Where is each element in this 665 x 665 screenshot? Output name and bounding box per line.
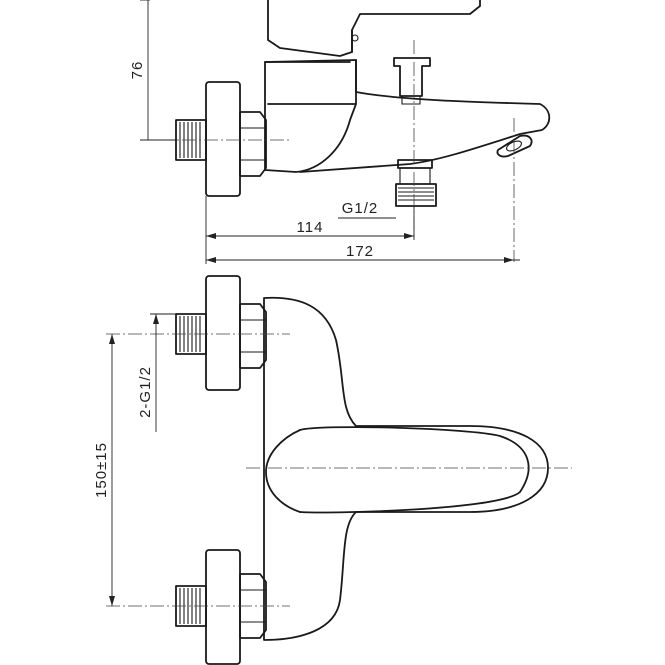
front-inlet-bottom xyxy=(175,549,267,665)
dim-150: 150±15 xyxy=(93,334,115,606)
shower-outlet-thread xyxy=(395,159,437,207)
dim-114: 114 xyxy=(206,219,414,239)
dim-172: 172 xyxy=(206,243,520,263)
side-inlet-nut xyxy=(175,111,267,177)
side-escutcheon xyxy=(205,81,241,197)
dim-g12-label: G1/2 xyxy=(342,200,379,217)
dim-2g12: 2-G1/2 xyxy=(137,313,176,432)
aerator xyxy=(496,134,533,158)
dim-g12: G1/2 xyxy=(338,200,396,219)
dim-172-label: 172 xyxy=(346,243,374,260)
dim-2g12-label: 2-G1/2 xyxy=(137,366,154,418)
side-view: 76 114 G1/2 172 xyxy=(129,0,551,264)
dim-114-label: 114 xyxy=(297,219,324,236)
front-body xyxy=(263,296,549,641)
dim-150-label: 150±15 xyxy=(93,442,110,498)
side-handle xyxy=(267,0,481,57)
diverter-knob xyxy=(393,57,431,105)
dim-76: 76 xyxy=(129,0,176,141)
front-inlet-top xyxy=(175,275,267,391)
side-body xyxy=(264,59,551,173)
front-view: 150±15 2-G1/2 xyxy=(93,275,572,665)
dim-76-label: 76 xyxy=(129,61,146,80)
